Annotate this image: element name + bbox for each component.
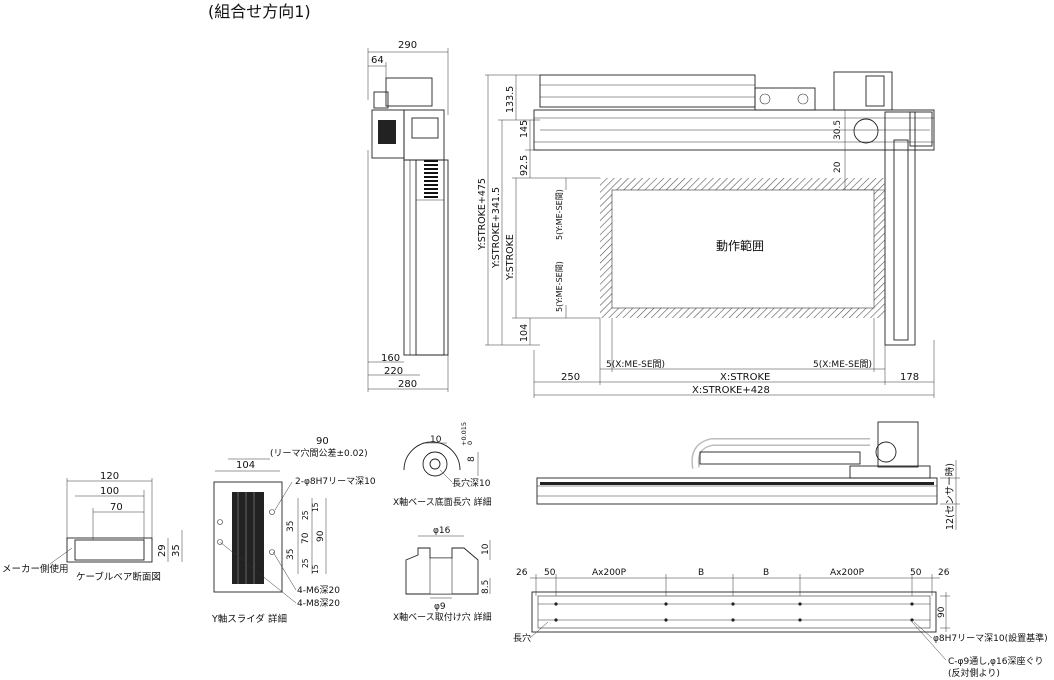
m8-holes: 4-M8深20 [297,598,340,609]
dim-x-stroke-428: X:STROKE+428 [692,385,770,396]
slot-label: 長穴 [513,632,531,644]
dim-mount-9: φ9 [434,602,446,612]
slot-tolerance-zero: 0 [466,441,474,445]
dim-15-a: 15 [311,502,320,512]
top-view: Y:STROKE+475 Y:STROKE+341.5 Y:STROKE 133… [477,71,935,398]
dim-y-stroke-341-5: Y:STROKE+341.5 [491,187,502,269]
dim-a200-right: Ax200P [830,568,865,578]
dim-280: 280 [398,379,417,390]
x-base-mount-detail: φ16 10 8.5 φ9 X軸ベース取付け穴 詳細 [393,526,492,623]
front-view: 290 64 160 220 280 [367,40,449,392]
ream-reference: φ8H7リーマ深10(設置基準) [933,632,1048,644]
dim-100: 100 [100,486,119,497]
maker-side-label: メーカー側使用 [2,563,69,575]
dim-mount-16: φ16 [433,526,451,536]
dim-70: 70 [110,502,123,513]
dim-35-b: 35 [286,549,296,560]
x-base-slot-caption: X軸ベース底面長穴 詳細 [393,496,492,508]
slot-tolerance: +0.015 [460,422,468,446]
drawing-title: (組合せ方向1) [208,2,311,21]
dim-35-a: 35 [286,521,296,532]
dim-50-left: 50 [544,568,556,578]
dim-64: 64 [371,55,384,66]
dim-178: 178 [900,372,919,383]
dim-220: 220 [384,366,403,377]
dim-26-right: 26 [938,568,950,578]
dim-slot-10: 10 [430,435,442,445]
opposite-side-label: (反対側より) [948,667,1000,679]
dim-y-me-se-bottom: 5(Y:ME-SE間) [555,261,564,312]
dim-29: 29 [157,544,168,557]
sensor-dim: 12(センサー時) [945,463,956,530]
dim-90-top: 90 [316,436,329,447]
dim-b-2: B [763,568,769,578]
motion-range-label: 動作範囲 [716,238,764,253]
ream-tolerance: (リーマ穴間公差±0.02) [270,447,368,459]
side-view: 12(センサー時) [536,421,960,530]
dim-x-stroke: X:STROKE [720,372,770,383]
ream-holes: 2-φ8H7リーマ深10 [295,476,376,487]
dim-25-b: 25 [301,558,310,568]
dim-133-5: 133.5 [505,86,516,113]
dim-160: 160 [381,353,400,364]
dim-slot-8: 8 [467,456,477,462]
x-base-mount-caption: X軸ベース取付け穴 詳細 [393,611,492,623]
c-hole-label: C-φ9通し,φ16深座ぐり [948,655,1043,667]
dim-y-stroke-475: Y:STROKE+475 [477,178,488,251]
dim-90-slider: 90 [316,530,326,542]
slot-depth-label: 長穴深10 [452,477,491,489]
dim-y-stroke: Y:STROKE [505,234,516,281]
dim-x-me-se-left: 5(X:ME-SE間) [606,359,665,370]
dim-35: 35 [171,544,182,557]
dim-30-5: 30.5 [833,120,843,140]
dim-104: 104 [519,324,530,342]
bottom-view: 26 50 Ax200P B B Ax200P 50 26 90 長穴 [513,568,1048,679]
dim-70-slider: 70 [301,532,311,544]
dim-15-b: 15 [311,564,320,574]
dim-120: 120 [100,471,119,482]
dim-b-1: B [698,568,704,578]
cable-bear-section: 120 100 70 29 35 メーカー側使用 ケーブルベア断面図 [2,471,183,583]
x-base-slot-detail: 10 8 +0.015 0 長穴深10 X軸ベース底面長穴 詳細 [393,422,492,508]
dim-92-5: 92.5 [519,155,530,176]
dim-mount-8-5: 8.5 [481,580,491,594]
dim-50-right: 50 [910,568,922,578]
dim-26-left: 26 [516,568,528,578]
dim-104-slider: 104 [236,460,255,471]
dim-x-me-se-right: 5(X:ME-SE間) [813,359,872,370]
dim-mount-10: 10 [481,543,491,555]
dim-a200-left: Ax200P [592,568,627,578]
dim-y-me-se-top: 5(Y:ME-SE間) [555,189,564,240]
dim-90-bottom: 90 [937,606,947,618]
cable-bear-caption: ケーブルベア断面図 [76,571,161,583]
y-slider-caption: Y軸スライダ 詳細 [211,613,287,625]
dim-25-a: 25 [301,510,310,520]
dim-20: 20 [833,161,843,173]
y-slider-detail: 90 (リーマ穴間公差±0.02) 104 2-φ8H7リーマ深10 35 25… [211,436,376,625]
dim-250: 250 [561,372,580,383]
dim-145: 145 [519,120,530,138]
m6-holes: 4-M6深20 [297,585,340,596]
dim-290: 290 [398,40,417,51]
